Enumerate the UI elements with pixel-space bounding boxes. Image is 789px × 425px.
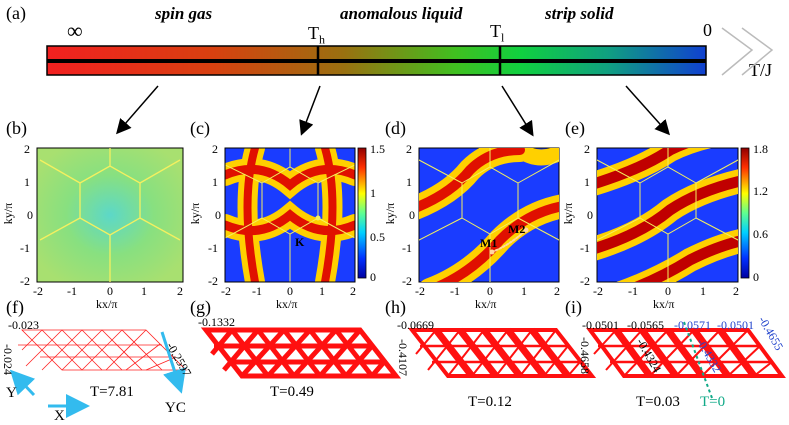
panel-e-label: (e) xyxy=(565,118,585,138)
zero-label: 0 xyxy=(703,20,712,40)
map-e xyxy=(596,147,739,283)
phase-strip-solid: strip solid xyxy=(545,4,614,23)
phase-anomalous-liquid: anomalous liquid xyxy=(340,4,463,23)
panel-c-label: (c) xyxy=(190,118,210,138)
h-bond-value-1: -0.0669 xyxy=(397,318,434,332)
f-bond-value-2: -0.024 xyxy=(1,344,15,375)
panel-arrows xyxy=(116,85,670,137)
axis-x: X xyxy=(54,408,65,424)
temperature-bar xyxy=(46,27,774,76)
infinity-symbol: ∞ xyxy=(67,18,83,43)
colorbar-c xyxy=(357,147,367,279)
ylabel-b: ky/π xyxy=(1,202,16,225)
ylabel-e: ky/π xyxy=(561,202,576,225)
axis-yc: YC xyxy=(165,400,186,416)
panel-d-label: (d) xyxy=(385,118,406,138)
i-bond-value-4: -0.0501 xyxy=(717,318,754,332)
panel-i-label: (i) xyxy=(565,297,582,317)
lattice-f xyxy=(18,329,187,371)
panel-a-label: (a) xyxy=(6,3,26,23)
point-k: K xyxy=(295,235,305,249)
i-bond-value-2: -0.0565 xyxy=(627,318,664,332)
temp-i: T=0.03 xyxy=(636,394,680,410)
lattice-h xyxy=(407,327,597,379)
i-bond-value-3: -0.0571 xyxy=(674,318,711,332)
panel-g-label: (g) xyxy=(190,297,211,317)
marker-tl: Tl xyxy=(490,21,505,45)
lattice-i-cut-line xyxy=(683,321,713,399)
lattice-i xyxy=(586,327,786,379)
point-m2: M2 xyxy=(508,222,526,236)
g-bond-value: -0.1332 xyxy=(198,315,235,329)
phase-spin-gas: spin gas xyxy=(155,4,213,23)
point-m1: M1 xyxy=(480,236,498,250)
i-bond-value-6: -0.4658 xyxy=(578,337,592,374)
axis-y: Y xyxy=(6,385,17,401)
temp-h: T=0.12 xyxy=(468,394,512,410)
ylabel-d: ky/π xyxy=(383,202,398,225)
temp-f: T=7.81 xyxy=(90,384,134,400)
f-bond-value-1: -0.023 xyxy=(8,318,39,332)
xlabel-c: kx/π xyxy=(276,297,298,311)
temp-g: T=0.49 xyxy=(270,384,314,400)
lattice-f-axes xyxy=(9,331,186,418)
xlabel-d: kx/π xyxy=(475,297,497,311)
map-c xyxy=(224,147,356,283)
panel-f-label: (f) xyxy=(6,297,24,317)
xlabel-b: kx/π xyxy=(96,297,118,311)
map-d xyxy=(418,147,560,283)
i-bond-value-1: -0.0501 xyxy=(582,318,619,332)
panel-b-label: (b) xyxy=(6,118,27,138)
colorbar-e xyxy=(740,147,750,279)
ylabel-c: ky/π xyxy=(188,202,203,225)
xlabel-e: kx/π xyxy=(653,297,675,311)
lattice-g xyxy=(200,327,402,379)
temp-i-zero: T=0 xyxy=(700,394,726,410)
h-bond-value-2: -0.4107 xyxy=(396,339,410,376)
panel-h-label: (h) xyxy=(385,297,406,317)
map-b xyxy=(36,147,184,283)
marker-th: Th xyxy=(308,23,325,47)
